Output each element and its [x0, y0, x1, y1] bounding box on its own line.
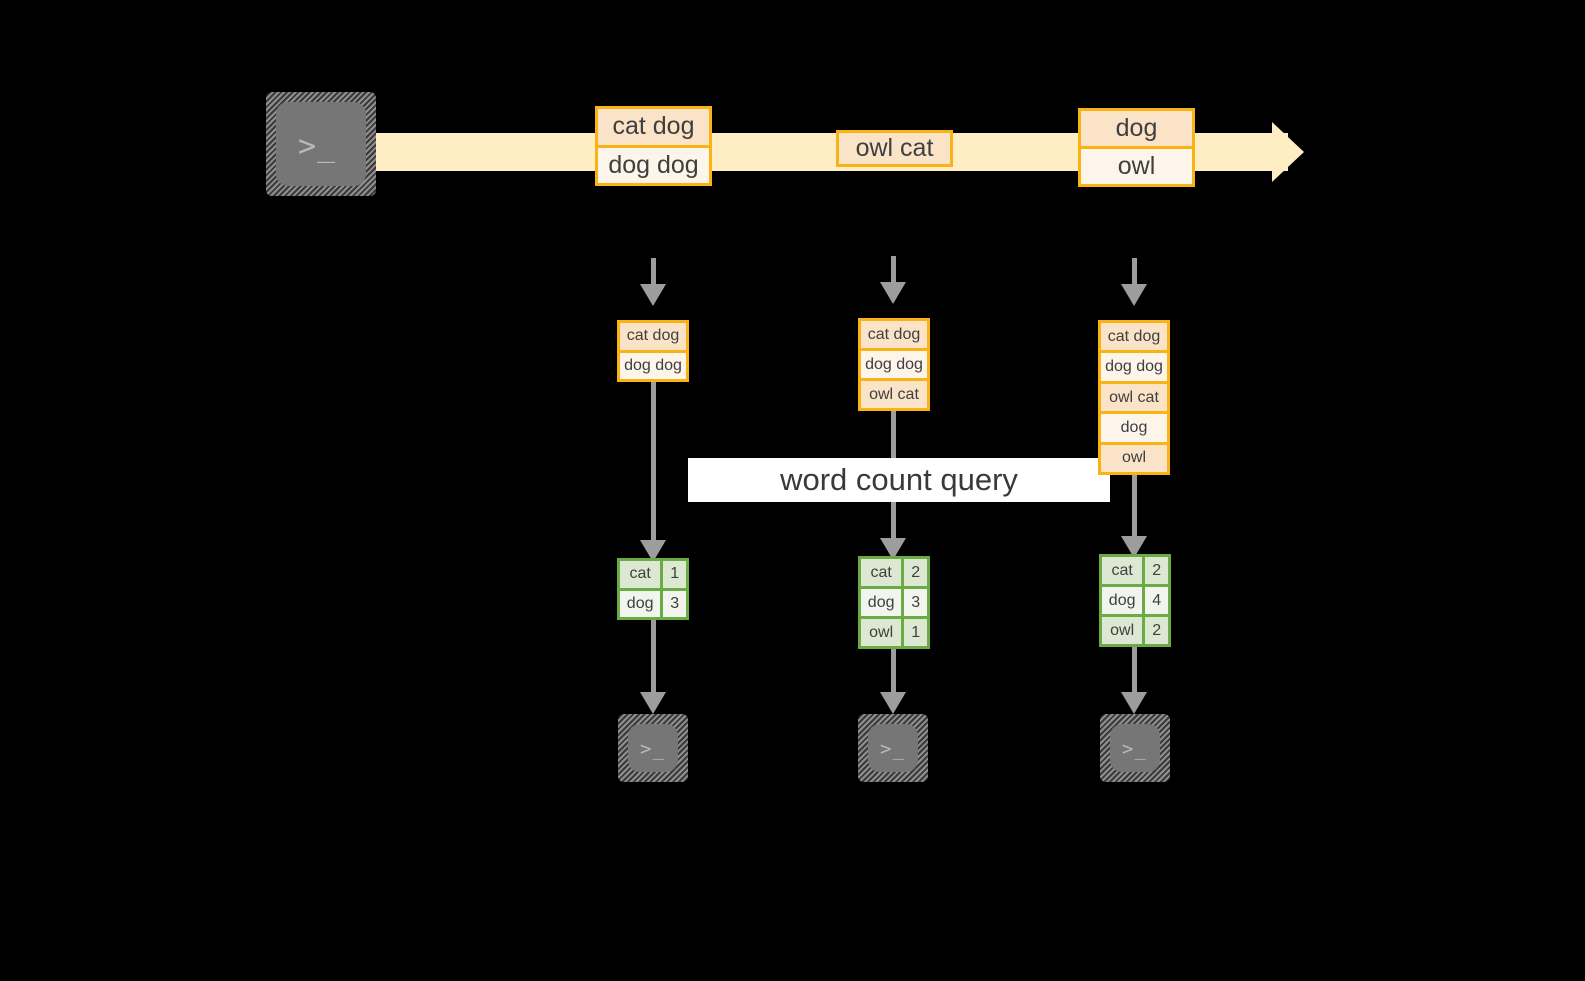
snapshot-1-count-2: 3: [660, 590, 686, 617]
snapshot-2-dashed-connector: [891, 256, 896, 284]
stream-event-3-line-1: dog: [1081, 111, 1192, 146]
terminal-prompt-glyph: >_: [298, 129, 337, 164]
table-row: cat 2: [861, 559, 927, 586]
snapshot-2-event-line-1: cat dog: [861, 321, 927, 348]
stream-event-2-line-1: owl cat: [839, 133, 950, 164]
snapshot-3-event-line-2: dog dog: [1101, 350, 1167, 381]
terminal-prompt-glyph: >_: [880, 738, 905, 760]
event-stream-arrow-head: [1272, 122, 1304, 182]
query-label-band: word count query: [688, 458, 1110, 502]
snapshot-1-result-table: cat 1 dog 3: [617, 558, 689, 620]
snapshot-1-query-connector: [651, 382, 656, 548]
snapshot-3-sink-arrowhead: [1121, 692, 1147, 714]
snapshot-1-sink-connector: [651, 620, 656, 700]
snapshot-1-word-1: cat: [620, 561, 661, 588]
snapshot-1-query-arrowhead: [640, 540, 666, 562]
snapshot-2-word-3: owl: [861, 619, 902, 646]
snapshot-3-sink-terminal-icon: >_: [1100, 714, 1170, 782]
stream-event-2: owl cat: [836, 130, 953, 167]
snapshot-2-dashed-arrowhead: [880, 282, 906, 304]
query-label-text: word count query: [780, 462, 1018, 497]
terminal-prompt-glyph: >_: [640, 738, 665, 760]
stream-event-1-line-2: dog dog: [598, 144, 709, 183]
table-row: cat 2: [1102, 557, 1168, 584]
table-row: dog 3: [620, 587, 686, 617]
snapshot-3-event-line-1: cat dog: [1101, 323, 1167, 351]
table-row: owl 1: [861, 616, 927, 646]
snapshot-3-word-3: owl: [1102, 617, 1143, 644]
snapshot-1-count-1: 1: [660, 561, 686, 588]
snapshot-2-word-1: cat: [861, 559, 902, 586]
snapshot-3-dashed-arrowhead: [1121, 284, 1147, 306]
snapshot-3-event-line-3: owl cat: [1101, 380, 1167, 412]
stream-event-1-line-1: cat dog: [598, 109, 709, 145]
snapshot-2-count-1: 2: [901, 559, 927, 586]
snapshot-2-count-3: 1: [901, 619, 927, 646]
table-row: cat 1: [620, 561, 686, 588]
snapshot-3-accumulated-events: cat dog dog dog owl cat dog owl: [1098, 320, 1170, 475]
snapshot-1-word-2: dog: [620, 590, 661, 617]
table-row: dog 4: [1102, 584, 1168, 614]
source-terminal-icon: >_: [266, 92, 376, 196]
snapshot-1-dashed-connector: [651, 258, 656, 286]
snapshot-1-sink-terminal-icon: >_: [618, 714, 688, 782]
snapshot-3-dashed-connector: [1132, 258, 1137, 286]
snapshot-2-result-table: cat 2 dog 3 owl 1: [858, 556, 930, 649]
snapshot-2-event-line-3: owl cat: [861, 378, 927, 408]
snapshot-3-word-1: cat: [1102, 557, 1143, 584]
table-row: owl 2: [1102, 614, 1168, 644]
snapshot-2-event-line-2: dog dog: [861, 348, 927, 378]
snapshot-3-event-line-4: dog: [1101, 411, 1167, 442]
snapshot-3-count-1: 2: [1142, 557, 1168, 584]
snapshot-3-query-connector: [1132, 475, 1137, 546]
snapshot-1-sink-arrowhead: [640, 692, 666, 714]
snapshot-2-count-2: 3: [901, 589, 927, 616]
terminal-prompt-glyph: >_: [1122, 738, 1147, 760]
snapshot-1-event-line-2: dog dog: [620, 349, 686, 379]
snapshot-2-word-2: dog: [861, 589, 902, 616]
stream-event-1: cat dog dog dog: [595, 106, 712, 186]
stream-event-3: dog owl: [1078, 108, 1195, 187]
snapshot-1-accumulated-events: cat dog dog dog: [617, 320, 689, 382]
stream-event-3-line-2: owl: [1081, 146, 1192, 184]
snapshot-3-count-2: 4: [1142, 587, 1168, 614]
snapshot-2-sink-terminal-icon: >_: [858, 714, 928, 782]
snapshot-3-query-arrowhead: [1121, 536, 1147, 558]
snapshot-1-event-line-1: cat dog: [620, 323, 686, 350]
snapshot-3-count-3: 2: [1142, 617, 1168, 644]
snapshot-3-sink-connector: [1132, 647, 1137, 700]
snapshot-1-dashed-arrowhead: [640, 284, 666, 306]
snapshot-3-result-table: cat 2 dog 4 owl 2: [1099, 554, 1171, 647]
snapshot-2-accumulated-events: cat dog dog dog owl cat: [858, 318, 930, 411]
table-row: dog 3: [861, 586, 927, 616]
snapshot-2-sink-arrowhead: [880, 692, 906, 714]
snapshot-3-event-line-5: owl: [1101, 441, 1167, 473]
snapshot-3-word-2: dog: [1102, 587, 1143, 614]
snapshot-2-sink-connector: [891, 649, 896, 700]
snapshot-2-query-arrowhead: [880, 538, 906, 560]
